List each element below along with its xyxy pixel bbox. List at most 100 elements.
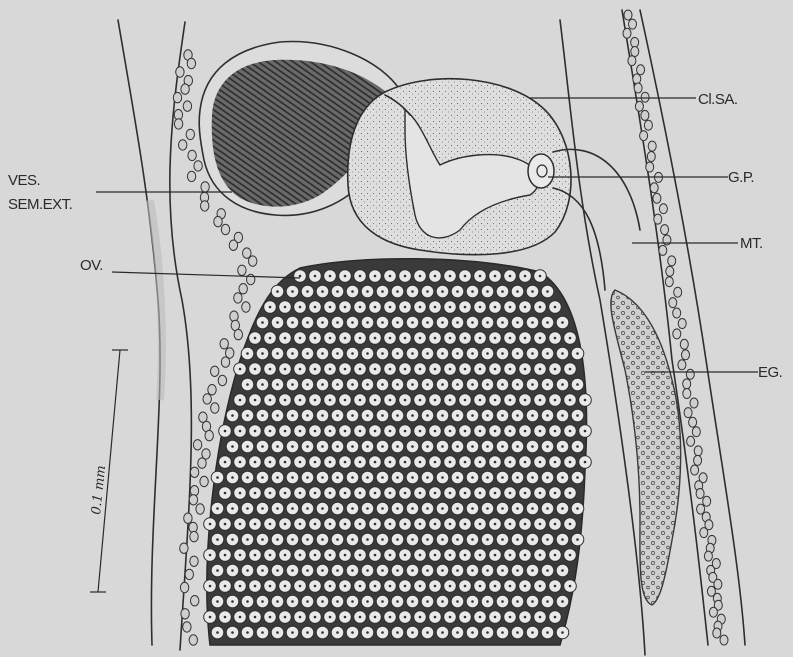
vitelline-granule [628,56,636,66]
ovum-nucleus [224,461,227,464]
ovum-nucleus [374,399,377,402]
ovum-nucleus [539,554,542,557]
ovum-nucleus [404,554,407,557]
vitelline-granule [641,92,649,102]
ovum-nucleus [239,616,242,619]
ovum-nucleus [239,368,242,371]
ovum-nucleus [306,600,309,603]
ovum-nucleus [509,492,512,495]
vitelline-granule [654,214,662,224]
vitelline-granule [187,171,195,181]
ovum-nucleus [284,523,287,526]
ovum-nucleus [411,445,414,448]
ovum-nucleus [269,368,272,371]
ovum-nucleus [344,492,347,495]
ovum-nucleus [351,507,354,510]
ovum-nucleus [426,352,429,355]
ovum-nucleus [449,306,452,309]
ovum-nucleus [359,585,362,588]
ovum-nucleus [389,616,392,619]
ovum-nucleus [224,523,227,526]
ovum-nucleus [374,616,377,619]
ovum-nucleus [554,585,557,588]
ovum-nucleus [336,383,339,386]
ovum-nucleus [321,507,324,510]
ovum-nucleus [404,585,407,588]
ovum-nucleus [396,631,399,634]
ovum-nucleus [501,631,504,634]
ovum-nucleus [539,399,542,402]
ovum-nucleus [396,383,399,386]
ovum-nucleus [516,538,519,541]
ovum-nucleus [246,569,249,572]
ovum-nucleus [554,616,557,619]
ovum-nucleus [321,352,324,355]
ovum-nucleus [261,383,264,386]
ovum-nucleus [554,337,557,340]
ovum-nucleus [426,321,429,324]
ovum-nucleus [389,337,392,340]
ovum-nucleus [381,538,384,541]
ovum-nucleus [351,414,354,417]
ovum-nucleus [239,492,242,495]
ovum-nucleus [321,631,324,634]
ovum-nucleus [404,368,407,371]
vitelline-granule [665,277,673,287]
ovum-nucleus [464,492,467,495]
ovum-nucleus [546,321,549,324]
ovum-nucleus [359,275,362,278]
ovum-nucleus [456,476,459,479]
ovum-nucleus [569,368,572,371]
ovum-nucleus [276,321,279,324]
ovum-nucleus [524,616,527,619]
ovum-nucleus [411,352,414,355]
ovum-nucleus [276,507,279,510]
ovum-nucleus [374,585,377,588]
ovum-nucleus [411,476,414,479]
ovum-nucleus [501,321,504,324]
ovum-nucleus [291,538,294,541]
vitelline-granule [239,284,247,294]
ovum-nucleus [299,275,302,278]
ovum-nucleus [306,383,309,386]
ovum-nucleus [494,275,497,278]
vitelline-granule [648,141,656,151]
ovum-nucleus [381,569,384,572]
ovum-nucleus [231,445,234,448]
ovum-nucleus [336,631,339,634]
ovum-nucleus [299,306,302,309]
ovum-nucleus [419,306,422,309]
ovum-nucleus [261,321,264,324]
vitelline-granule [689,417,697,427]
ovum-nucleus [299,616,302,619]
ovum-nucleus [291,631,294,634]
ovum-nucleus [389,554,392,557]
ovum-nucleus [321,321,324,324]
ovum-nucleus [254,337,257,340]
ovum-nucleus [374,461,377,464]
ovum-nucleus [441,414,444,417]
ovum-nucleus [366,290,369,293]
ovum-nucleus [479,616,482,619]
ovum-nucleus [329,399,332,402]
ovum-nucleus [396,600,399,603]
ovum-nucleus [209,554,212,557]
ovum-nucleus [389,399,392,402]
vitelline-granule [668,256,676,266]
ovum-nucleus [516,321,519,324]
ovum-nucleus [441,445,444,448]
ovum-nucleus [411,414,414,417]
ovum-nucleus [381,476,384,479]
ovum-nucleus [299,523,302,526]
ovum-nucleus [291,383,294,386]
ovum-nucleus [381,290,384,293]
ovum-nucleus [291,600,294,603]
vitelline-granule [666,266,674,276]
ovum-nucleus [419,523,422,526]
ovum-nucleus [231,569,234,572]
ovum-nucleus [479,523,482,526]
ovum-nucleus [479,306,482,309]
ovum-nucleus [434,275,437,278]
ovum-nucleus [344,523,347,526]
